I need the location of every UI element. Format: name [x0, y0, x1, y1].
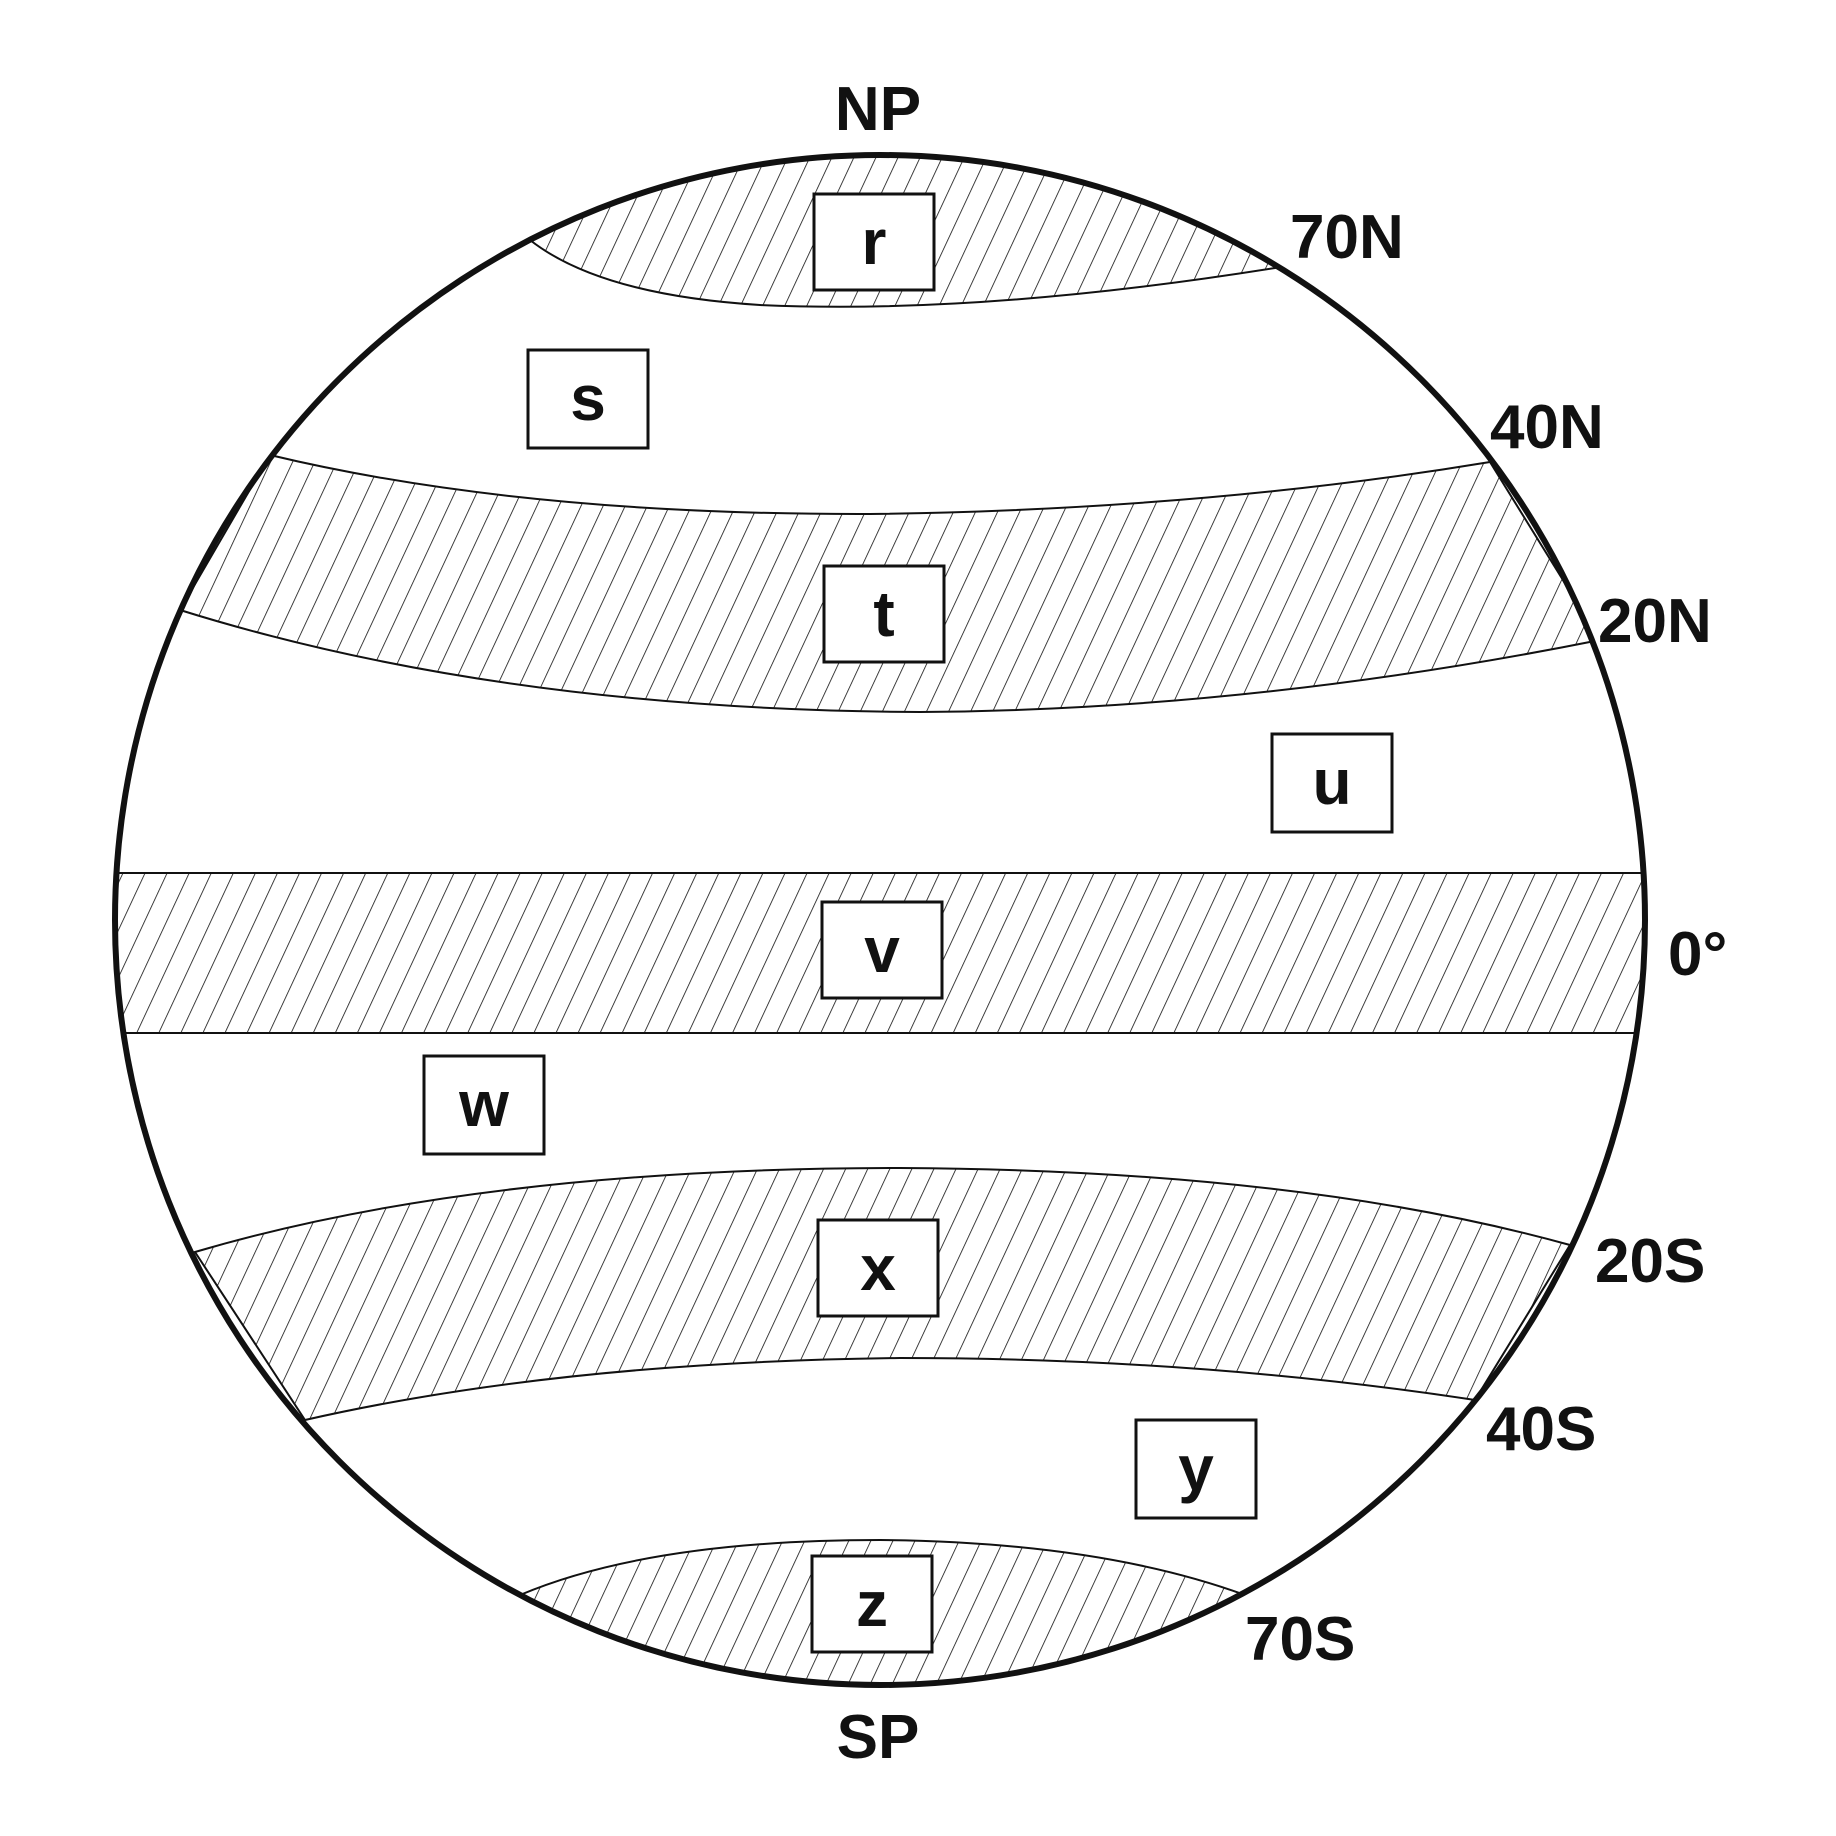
svg-text:t: t: [873, 578, 894, 650]
zone-label-s: s: [526, 348, 650, 450]
svg-text:x: x: [860, 1232, 896, 1304]
latitude-label-equator: 0°: [1668, 920, 1727, 989]
zone-label-w: w: [422, 1054, 546, 1156]
zone-label-r: r: [812, 192, 936, 292]
svg-text:w: w: [458, 1068, 509, 1140]
zone-label-y: y: [1134, 1418, 1258, 1520]
svg-text:z: z: [856, 1568, 888, 1640]
south-pole-label: SP: [837, 1703, 920, 1772]
zone-label-v: v: [820, 900, 944, 1000]
zone-label-x: x: [816, 1218, 940, 1318]
svg-text:u: u: [1312, 746, 1351, 818]
svg-text:r: r: [862, 206, 887, 278]
svg-text:y: y: [1178, 1432, 1214, 1504]
latitude-label-40n: 40N: [1490, 393, 1604, 462]
zone-label-u: u: [1270, 732, 1394, 834]
band-south-polar: [115, 1538, 1645, 1685]
svg-text:v: v: [864, 914, 900, 986]
globe-outline: [112, 152, 1648, 1688]
svg-text:s: s: [570, 362, 606, 434]
zone-label-t: t: [822, 564, 946, 664]
latitude-label-70s: 70S: [1245, 1605, 1355, 1674]
north-pole-label: NP: [835, 75, 921, 144]
latitude-label-70n: 70N: [1290, 203, 1404, 272]
latitude-label-20n: 20N: [1598, 587, 1712, 656]
latitude-label-20s: 20S: [1595, 1227, 1705, 1296]
zone-label-z: z: [810, 1554, 934, 1654]
latitude-label-40s: 40S: [1486, 1395, 1596, 1464]
